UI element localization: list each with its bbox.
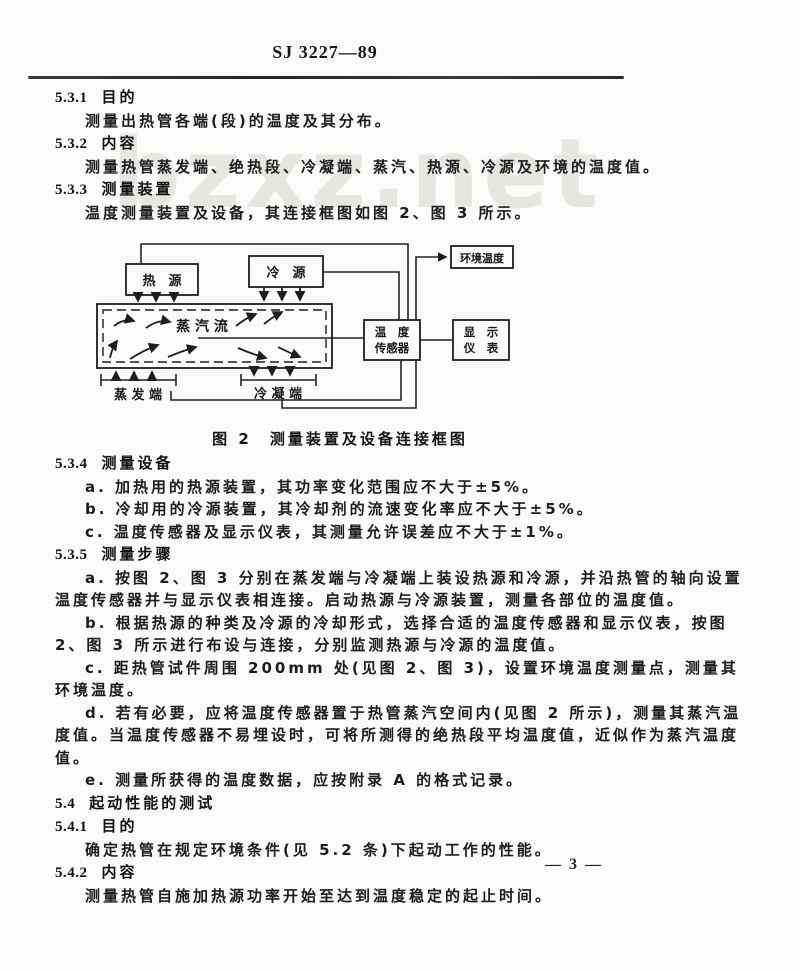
sensor-label-line2: 传感器 [374,341,410,355]
ambient-temperature-box [450,245,514,269]
section-title: 目的 [101,88,138,106]
section-number: 5.3.3 [55,182,88,198]
item-535-c: c. 距热管试件周围 200mm 处(见图 2、图 3)，设置环境温度测量点，测… [55,658,739,700]
cold-source-to-sensor-line [323,271,400,320]
vapor-flow-label: 蒸 汽 流 [176,318,228,335]
evaporator-bracket [100,374,177,386]
condenser-bracket [240,374,317,386]
connection-block-diagram: 蒸 汽 流 热 源 冷 源 [96,243,514,409]
section-heading-531: 5.3.1 目的 [55,86,751,110]
cold-source-box [248,255,324,288]
header-rule [28,76,624,79]
heat-source-to-sensor-line [140,243,409,320]
section-title: 测量步骤 [101,545,174,563]
sensor-label-line1: 温 度 [375,325,410,339]
item-534-c: c. 温度传感器及显示仪表，其测量允许误差应不大于±1%。 [85,522,575,541]
evaporator-label: 蒸 发 端 [114,387,162,403]
heat-pipe-outline [96,303,333,369]
section-title: 目的 [101,817,138,835]
item-535-e: e. 测量所获得的温度数据，应按附录 A 的格式记录。 [85,771,525,789]
item-535-d: d. 若有必要，应将温度传感器置于热管蒸汽空间内(见图 2 所示)，测量其蒸汽温… [55,703,742,767]
section-number: 5.4.1 [55,819,88,835]
section-number: 5.4 [55,795,76,812]
vapor-flow-arrows [107,311,302,361]
figure-caption: 图 2 测量装置及设备连接框图 [212,430,468,448]
evaporator-arrows [110,370,158,381]
display-label-line1: 显 示 [464,325,499,339]
section-body-531: 测量出热管各端(段)的温度及其分布。 [85,111,393,130]
section-number: 5.3.4 [55,456,88,472]
section-heading-535: 5.3.5 测量步骤 [55,543,751,567]
evaporator-to-sensor-line [170,360,402,401]
section-heading-533: 5.3.3 测量装置 [55,178,751,202]
section-number: 5.4.2 [55,865,88,881]
section-title: 起动性能的测试 [89,793,216,812]
section-title: 内容 [101,863,138,881]
heat-source-box [125,263,199,296]
item-534-b: b. 冷却用的冷源装置，其冷却剂的流速变化率应不大于±5%。 [85,500,595,518]
standard-number: SJ 3227—89 [272,42,378,62]
section-number: 5.3.1 [55,90,88,106]
lower-text-block: 5.3.4 测量设备 a. 加热用的热源装置，其功率变化范围应不大于±5%。 b.… [55,452,751,907]
section-number: 5.3.5 [55,547,88,563]
section-body-541: 确定热管在规定环境条件(见 5.2 条)下起动工作的性能。 [85,840,553,859]
section-heading-541: 5.4.1 目的 [55,815,751,839]
section-heading-532: 5.3.2 内容 [55,132,751,156]
section-title: 测量设备 [101,454,174,472]
watermark: bzxz.net [112,118,603,230]
figure-2-diagram: 蒸 汽 流 热 源 冷 源 [0,228,680,456]
page-number: — 3 — [545,856,603,873]
heat-pipe-wick-dashed [102,309,327,363]
sensor-to-ambient-line [415,252,448,320]
display-instrument-box [452,319,510,361]
ambient-temperature-label: 环境温度 [460,251,505,265]
condenser-to-sensor-line [281,360,417,409]
condenser-arrows [248,366,296,377]
item-535-a: a. 按图 2、图 3 分别在蒸发端与冷凝端上装设热源和冷源，并沿热管的轴向设置… [55,568,743,610]
section-title: 内容 [101,134,138,152]
section-body-542: 测量热管自施加热源功率开始至达到温度稳定的起止时间。 [85,886,554,905]
upper-text-block: 5.3.1 目的 测量出热管各端(段)的温度及其分布。 5.3.2 内容 测量热管蒸… [55,86,751,224]
heat-source-label: 热 源 [142,273,181,289]
section-heading-54: 5.4 起动性能的测试 [55,792,751,816]
heat-input-arrows [132,292,180,303]
display-label-line2: 仪 表 [463,341,499,355]
section-title: 测量装置 [101,180,174,198]
section-heading-542: 5.4.2 内容 [55,861,751,885]
condenser-label: 冷 凝 端 [254,386,302,402]
section-number: 5.3.2 [55,136,88,152]
cold-input-arrows [258,287,306,302]
item-534-a: a. 加热用的热源装置，其功率变化范围应不大于±5%。 [85,477,541,496]
section-body-532: 测量热管蒸发端、绝热段、冷凝端、蒸汽、热源、冷源及环境的温度值。 [85,157,662,176]
section-body-533: 温度测量装置及设备，其连接框图如图 2、图 3 所示。 [85,203,533,222]
cold-source-label: 冷 源 [266,265,305,281]
temperature-sensor-box [363,319,421,361]
section-heading-534: 5.3.4 测量设备 [55,452,751,476]
item-535-b: b. 根据热源的种类及冷源的冷却形式，选择合适的温度传感器和显示仪表，按图 2、… [55,613,728,655]
